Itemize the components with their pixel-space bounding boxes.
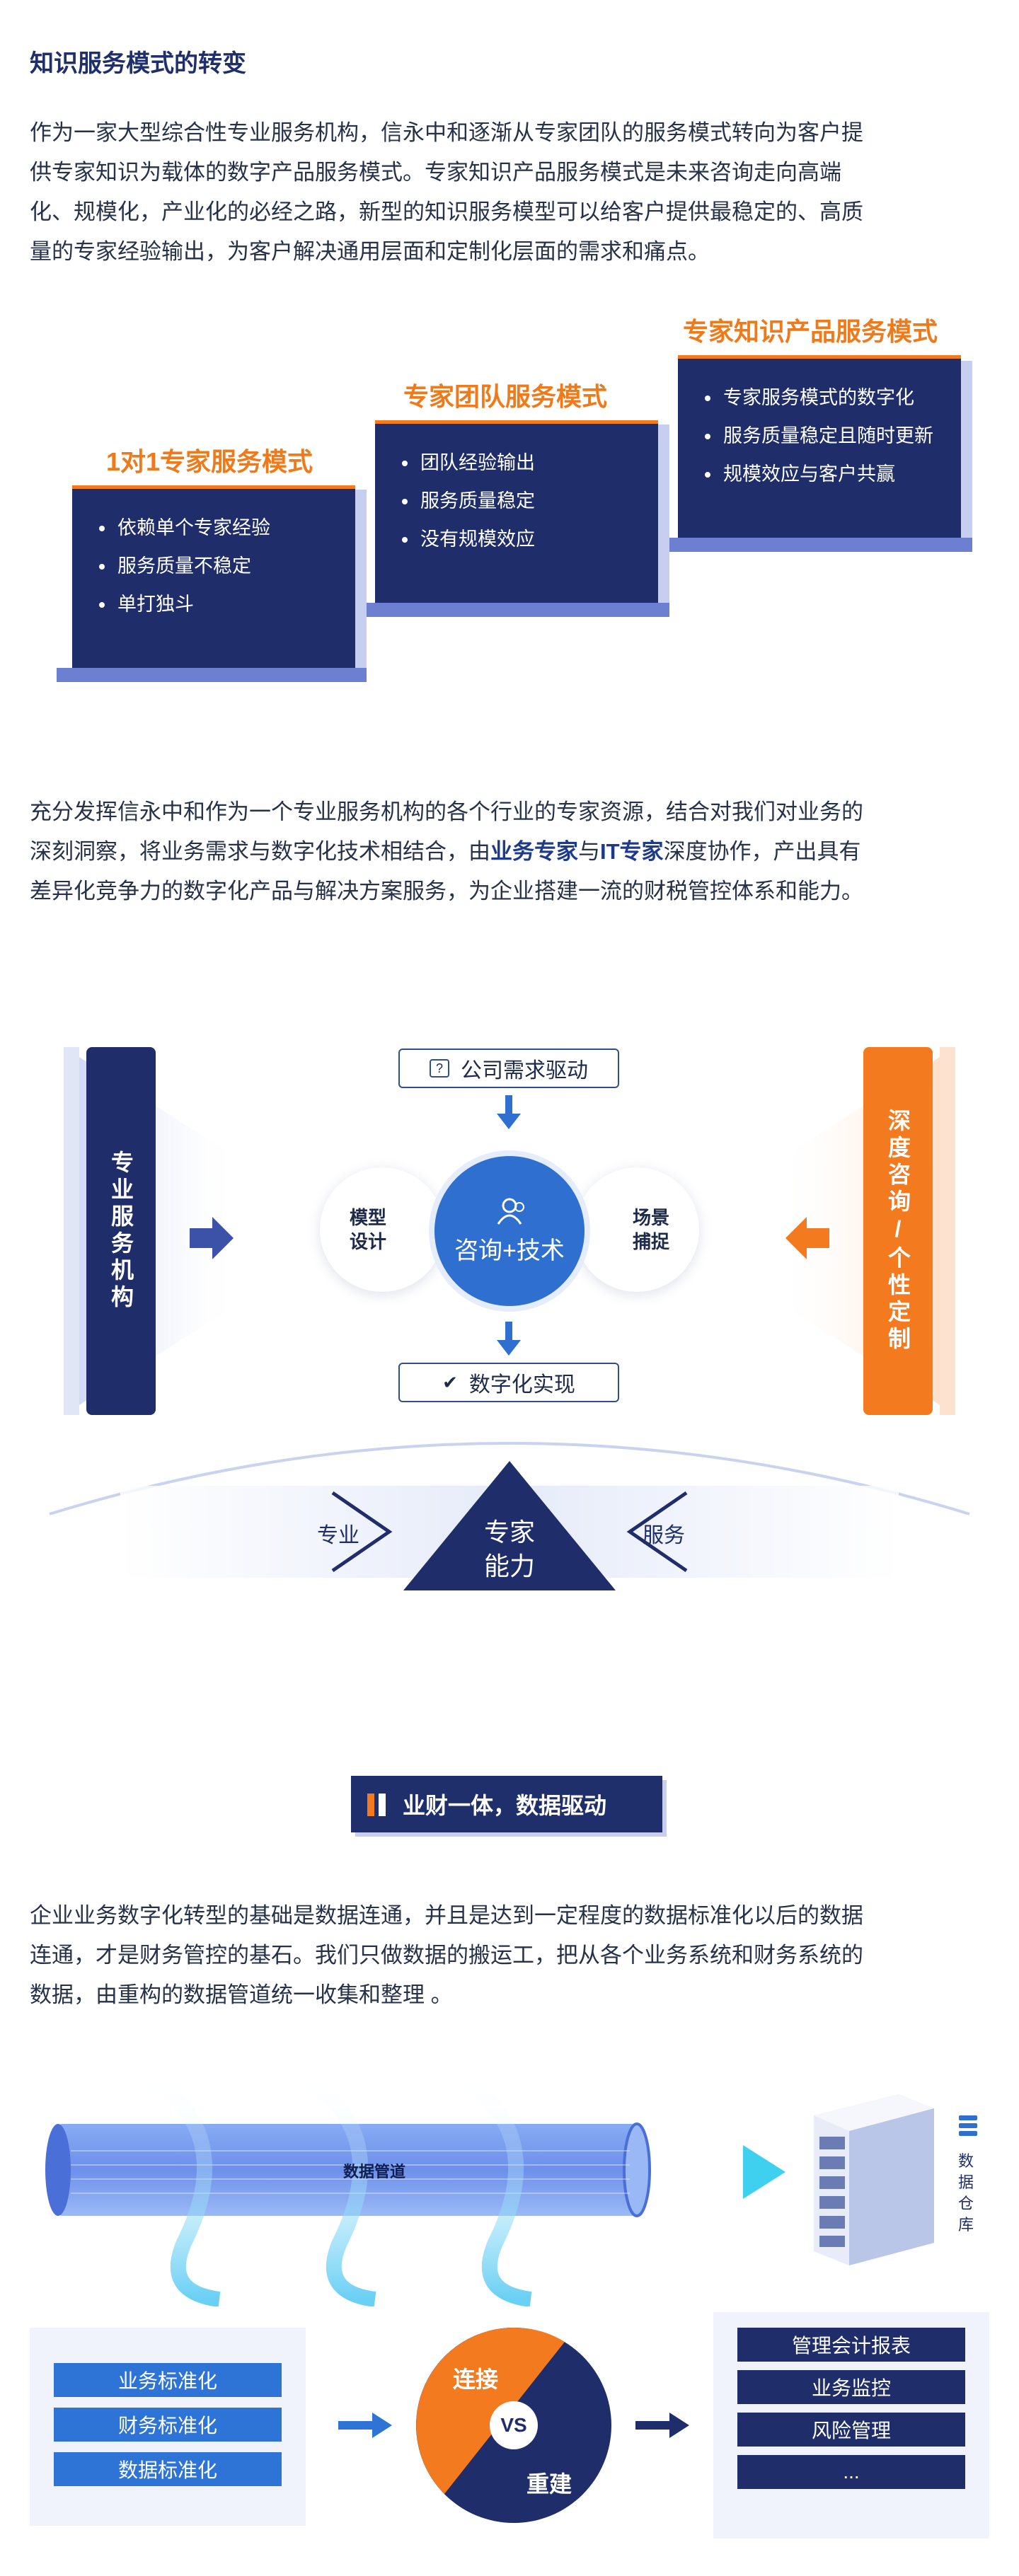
risk-management-item: 风险管理 bbox=[737, 2413, 965, 2447]
step-title-2: 专家团队服务模式 bbox=[403, 382, 608, 411]
step-title-3: 专家知识产品服务模式 bbox=[683, 317, 938, 346]
demand-driven-box: ? 公司需求驱动 bbox=[398, 1049, 619, 1088]
standardization-panel: 业务标准化 财务标准化 数据标准化 bbox=[30, 2328, 306, 2526]
step-title-1: 1对1专家服务模式 bbox=[106, 447, 313, 476]
highlight-it-expert: IT专家 bbox=[600, 839, 664, 864]
outcomes-panel: 管理会计报表 业务监控 风险管理 ... bbox=[713, 2312, 989, 2539]
scene-capture-circle: 场景 捕捉 bbox=[575, 1167, 699, 1292]
step-side-1 bbox=[355, 490, 367, 681]
data-line: 数据，由重构的数据管道统一收集和整理 。 bbox=[30, 1982, 453, 2007]
expert-capability-label: 专家 能力 bbox=[483, 1518, 535, 1581]
question-chat-icon: ? bbox=[430, 1059, 449, 1078]
step-item: 依赖单个专家经验 bbox=[99, 509, 355, 547]
vs-split-circle bbox=[416, 2328, 611, 2523]
heading-marker-white bbox=[379, 1794, 386, 1816]
step-card-3: 专家服务模式的数字化 服务质量稳定且随时更新 规模效应与客户共赢 bbox=[678, 355, 961, 538]
step-item: 服务质量稳定且随时更新 bbox=[705, 417, 961, 455]
step-item: 单打独斗 bbox=[99, 585, 355, 623]
step-side-2 bbox=[658, 424, 669, 616]
step-base-1 bbox=[57, 668, 367, 682]
data-line: 企业业务数字化转型的基础是数据连通，并且是达到一定程度的数据标准化以后的数据 bbox=[30, 1903, 863, 1928]
data-line: 连通，才是财务管控的基石。我们只做数据的搬运工，把从各个业务系统和财务系统的 bbox=[30, 1943, 863, 1968]
step-base-2 bbox=[361, 603, 669, 617]
step-card-1: 依赖单个专家经验 服务质量不稳定 单打独斗 bbox=[72, 485, 355, 668]
consulting-tech-circle: 咨询+技术 bbox=[429, 1150, 590, 1312]
step-item: 服务质量不稳定 bbox=[99, 547, 355, 585]
step-side-3 bbox=[961, 361, 972, 552]
data-standardization-item: 数据标准化 bbox=[54, 2452, 282, 2486]
rebuild-label: 重建 bbox=[526, 2471, 572, 2497]
intro-line: 化、规模化，产业化的必经之路，新型的知识服务模型可以给客户提供最稳定的、高质 bbox=[30, 200, 863, 224]
step-item: 专家服务模式的数字化 bbox=[705, 379, 961, 417]
step-item: 服务质量稳定 bbox=[402, 482, 658, 520]
arrow-right-icon bbox=[635, 2413, 689, 2438]
business-standardization-item: 业务标准化 bbox=[54, 2363, 282, 2397]
check-icon: ✔ bbox=[442, 1371, 458, 1393]
intro-line: 作为一家大型综合性专业服务机构，信永中和逐渐从专家团队的服务模式转向为客户提 bbox=[30, 120, 863, 145]
intro-line: 供专家知识为载体的数字产品服务模式。专家知识产品服务模式是未来咨询走向高端 bbox=[30, 160, 841, 185]
service-mode-staircase: 专家知识产品服务模式 专家服务模式的数字化 服务质量稳定且随时更新 规模效应与客… bbox=[50, 297, 972, 693]
section-title-knowledge-service: 知识服务模式的转变 bbox=[30, 50, 246, 77]
left-bar-professional-org: 专业服务机构 bbox=[86, 1047, 156, 1415]
expertise-line: 差异化竞争力的数字化产品与解决方案服务，为企业搭建一流的财税管控体系和能力。 bbox=[30, 879, 863, 903]
right-bar-custom-consulting: 深度咨询/个性定制 bbox=[863, 1047, 933, 1415]
professional-label: 专业 bbox=[317, 1524, 359, 1547]
step-item: 没有规模效应 bbox=[402, 520, 658, 558]
data-warehouse-label: 数据仓库 bbox=[958, 2152, 974, 2234]
highlight-business-expert: 业务专家 bbox=[490, 839, 578, 864]
arrow-right-icon bbox=[338, 2413, 392, 2438]
intro-line: 量的专家经验输出，为客户解决通用层面和定制化层面的需求和痛点。 bbox=[30, 239, 710, 264]
consulting-diagram: 专业服务机构 深度咨询/个性定制 ? 公司需求驱动 ✔ 数字化实现 模型 设计 … bbox=[0, 1019, 1019, 1656]
expertise-paragraph: 充分发挥信永中和作为一个专业服务机构的各个行业的专家资源，结合对我们对业务的 深… bbox=[30, 792, 989, 911]
people-icon bbox=[497, 1198, 524, 1225]
business-monitoring-item: 业务监控 bbox=[737, 2370, 965, 2404]
step-card-2: 团队经验输出 服务质量稳定 没有规模效应 bbox=[375, 420, 658, 603]
data-pipeline-graphic: 数据管道 数据仓库 bbox=[0, 2066, 1019, 2306]
expertise-line: 深刻洞察，将业务需求与数字化技术相结合，由业务专家与IT专家深度协作，产出具有 bbox=[30, 839, 861, 864]
step-item: 团队经验输出 bbox=[402, 444, 658, 482]
step-base-3 bbox=[665, 538, 972, 552]
step-item: 规模效应与客户共赢 bbox=[705, 455, 961, 493]
digital-realization-box: ✔ 数字化实现 bbox=[398, 1363, 619, 1402]
finance-standardization-item: 财务标准化 bbox=[54, 2408, 282, 2442]
connect-vs-rebuild-circle: 连接 VS 重建 bbox=[416, 2328, 611, 2523]
intro-paragraph: 作为一家大型综合性专业服务机构，信永中和逐渐从专家团队的服务模式转向为客户提 供… bbox=[30, 113, 989, 272]
data-paragraph: 企业业务数字化转型的基础是数据连通，并且是达到一定程度的数据标准化以后的数据 连… bbox=[30, 1896, 989, 2015]
vs-label: VS bbox=[500, 2414, 527, 2436]
pipe-label: 数据管道 bbox=[343, 2163, 406, 2181]
database-stack-icon bbox=[959, 2115, 977, 2136]
service-label: 服务 bbox=[643, 1524, 685, 1547]
more-items: ... bbox=[737, 2455, 965, 2489]
section-heading-data-driven: 业财一体，数据驱动 bbox=[351, 1776, 662, 1832]
pipeline-illustration bbox=[14, 2066, 977, 2306]
management-accounting-item: 管理会计报表 bbox=[737, 2328, 965, 2362]
heading-marker-orange bbox=[367, 1794, 374, 1816]
model-design-circle: 模型 设计 bbox=[320, 1167, 444, 1292]
expertise-line: 充分发挥信永中和作为一个专业服务机构的各个行业的专家资源，结合对我们对业务的 bbox=[30, 799, 863, 824]
connect-label: 连接 bbox=[453, 2367, 499, 2392]
